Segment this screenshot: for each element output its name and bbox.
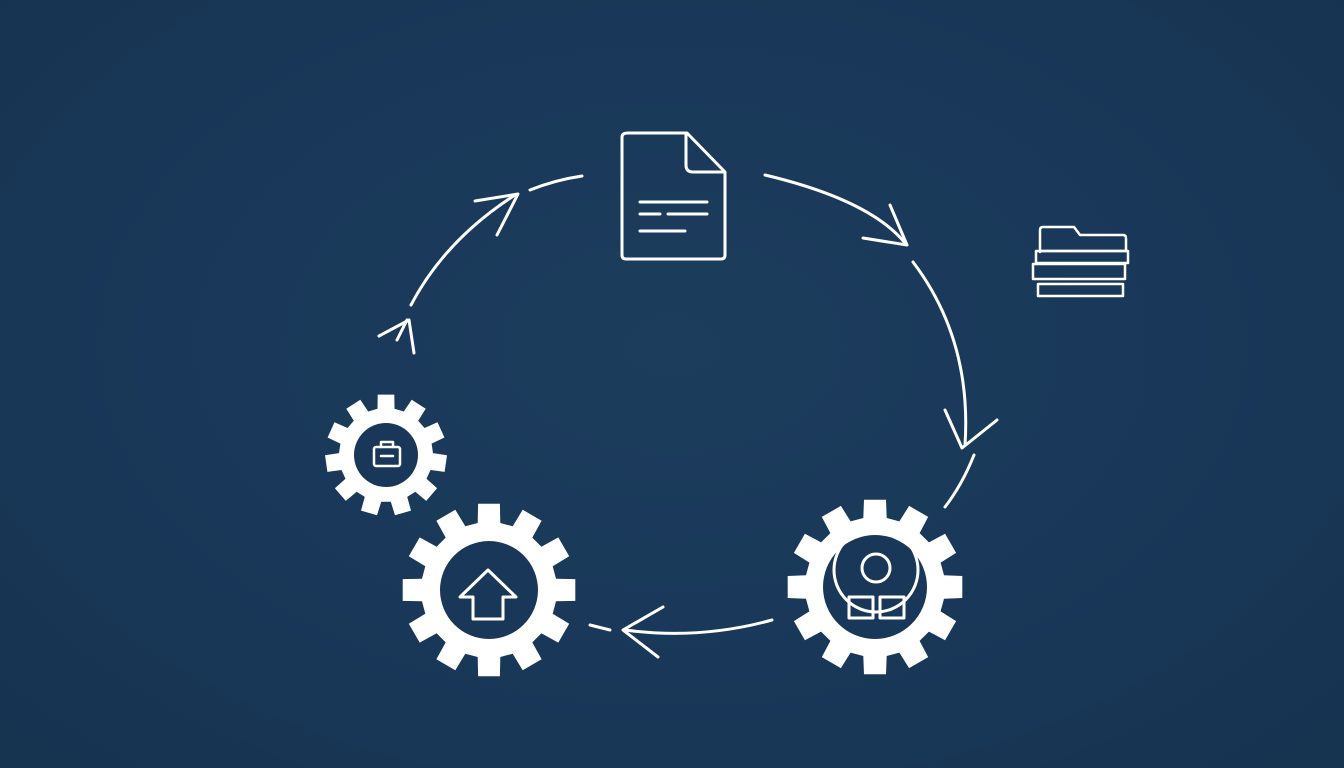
arrowhead xyxy=(621,605,665,659)
briefcase-gear-icon xyxy=(325,394,447,516)
arrow-shapes-to-home xyxy=(588,605,774,659)
arrowhead xyxy=(377,318,416,355)
arrowhead xyxy=(861,203,909,247)
connector-dash xyxy=(588,623,612,632)
arrow-document-to-shapes xyxy=(763,173,999,509)
connector-line xyxy=(763,173,907,245)
gear-hub xyxy=(440,541,538,639)
arrowhead xyxy=(943,408,999,450)
folder-stack-icon xyxy=(1031,225,1130,298)
arrow-briefcase-to-document xyxy=(377,174,584,355)
arrowhead xyxy=(473,192,520,237)
connector-line xyxy=(623,618,774,635)
document-icon xyxy=(620,131,727,261)
shapes-gear-icon xyxy=(787,499,963,675)
home-gear-icon xyxy=(402,503,576,677)
connector-line xyxy=(409,193,517,307)
connector-line xyxy=(943,453,976,509)
connector-line xyxy=(911,260,968,447)
connector-line xyxy=(528,174,584,192)
